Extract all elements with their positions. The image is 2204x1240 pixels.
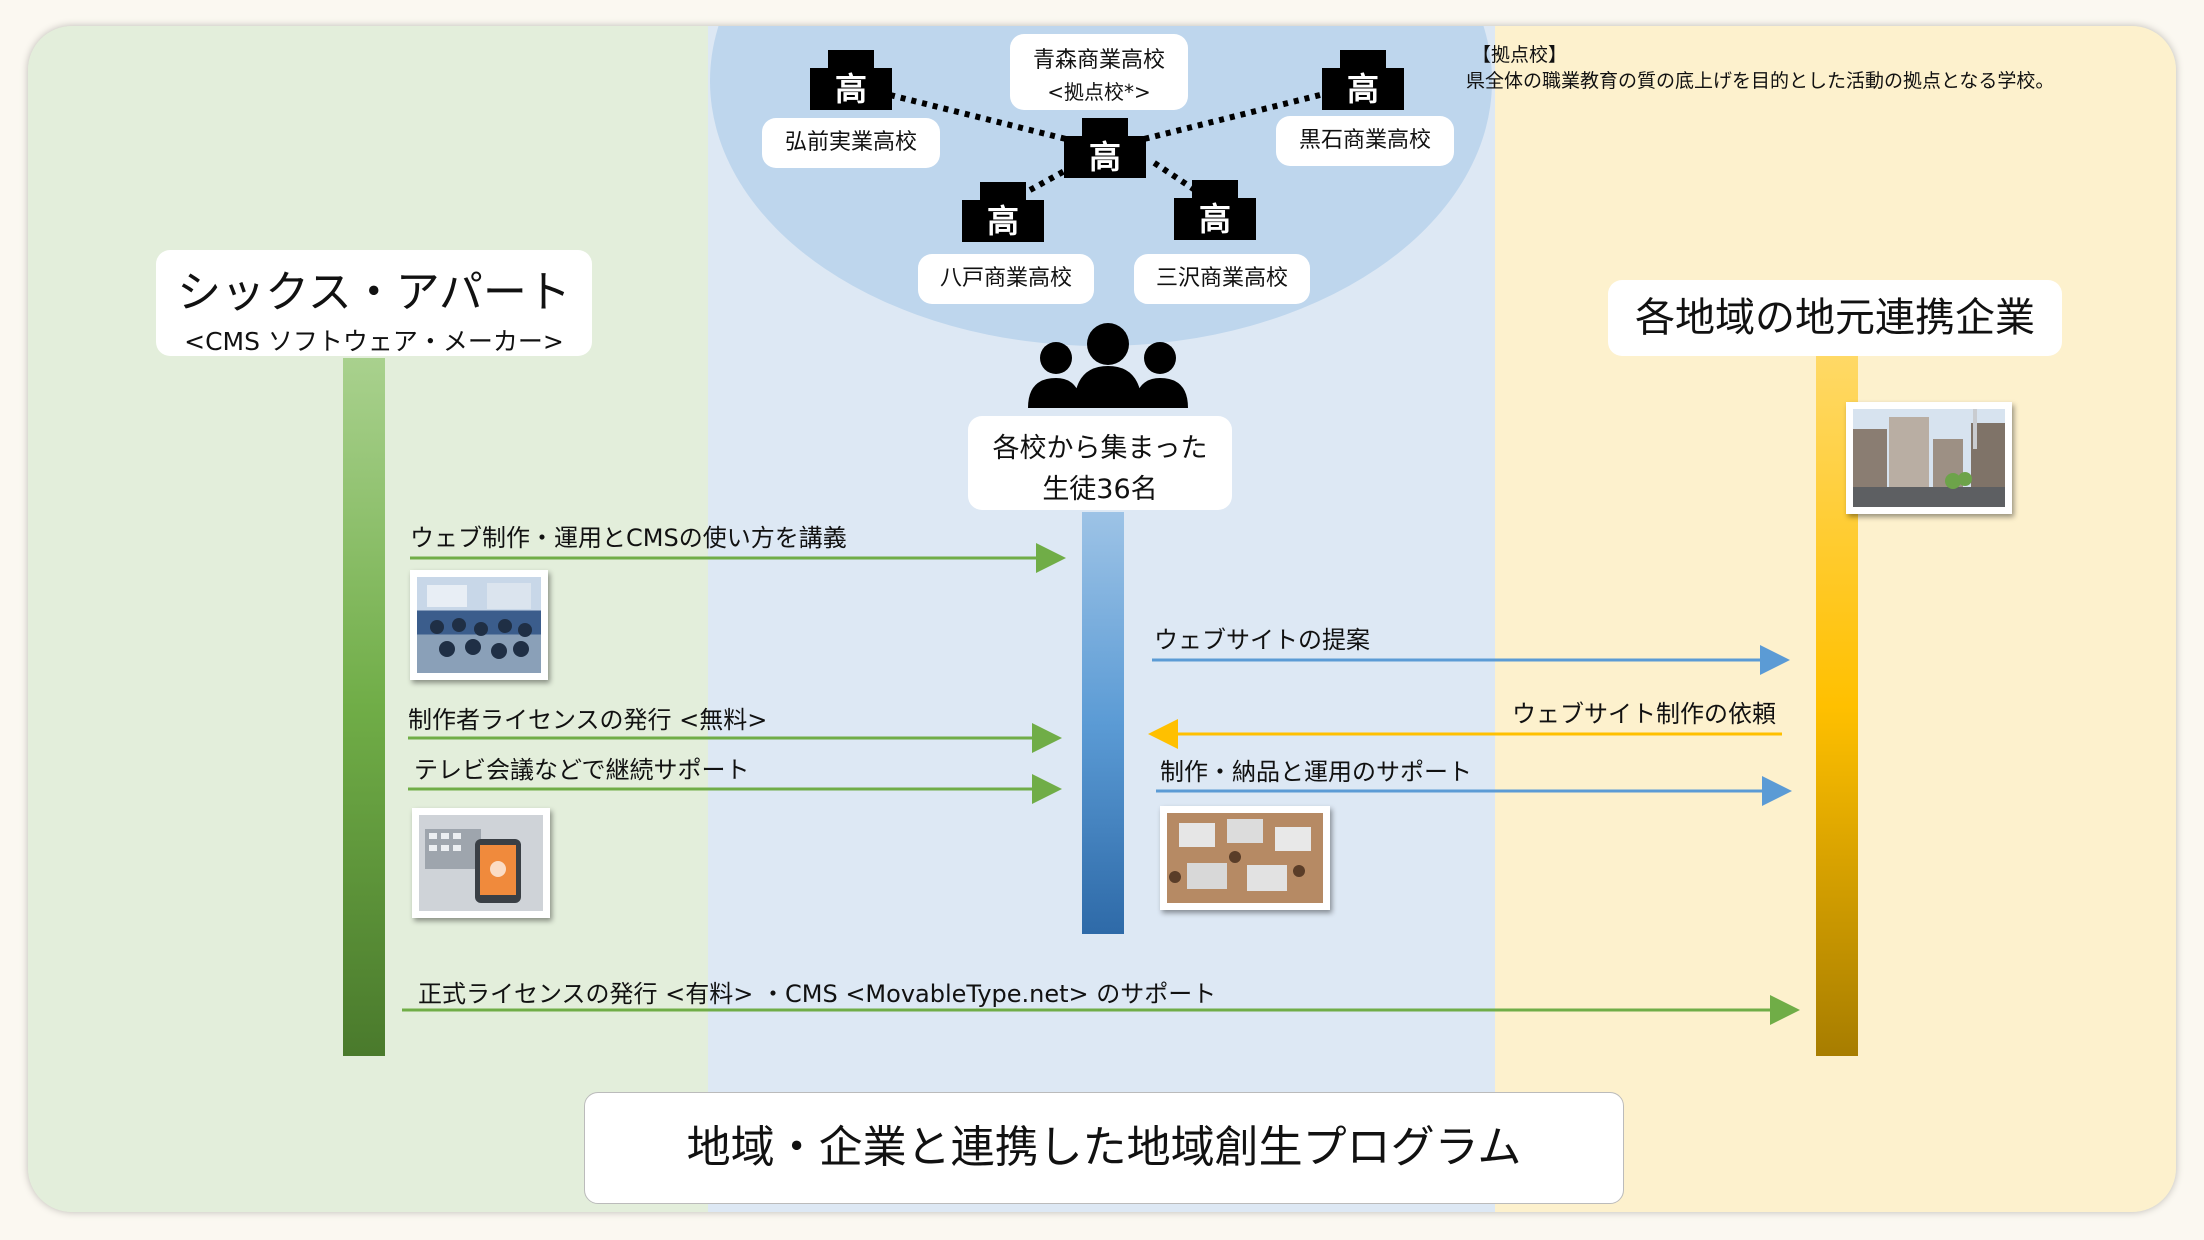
school-icon-kuroishi: 高: [1322, 50, 1404, 110]
left-org-box: シックス・アパート <CMS ソフトウェア・メーカー>: [156, 250, 592, 356]
school-icon-hirosaki: 高: [810, 50, 892, 110]
right-org-box: 各地域の地元連携企業: [1608, 280, 2062, 356]
arrow-label-free-license: 制作者ライセンスの発行 <無料>: [408, 706, 768, 734]
note-title: 【拠点校】: [1472, 44, 1568, 66]
note-text: 県全体の職業教育の質の底上げを目的とした活動の拠点となる学校。: [1466, 70, 2055, 92]
hub-school-name: 青森商業高校: [1032, 48, 1165, 73]
arrow-label-lecture: ウェブ制作・運用とCMSの使い方を講義: [410, 524, 847, 552]
delivery-photo: [1160, 806, 1330, 910]
local-town-photo: [1846, 402, 2012, 514]
video-meeting-photo-art: [425, 829, 521, 903]
students-line2: 生徒36名: [1042, 474, 1158, 505]
students-box: 各校から集まった 生徒36名: [968, 416, 1232, 510]
school-label-hachinohe: 八戸商業高校: [918, 254, 1094, 304]
arrow-label-delivery-support: 制作・納品と運用のサポート: [1160, 758, 1472, 786]
school-label-hirosaki: 弘前実業高校: [762, 118, 940, 168]
program-title: 地域・企業と連携した地域創生プログラム: [584, 1092, 1624, 1204]
arrow-label-site-request: ウェブサイト制作の依頼: [1512, 700, 1776, 728]
left-org-name: シックス・アパート: [177, 267, 571, 318]
lecture-photo-art: [427, 583, 532, 659]
students-line1: 各校から集まった: [992, 433, 1208, 464]
people-icon: [1028, 323, 1188, 408]
left-org-subtitle: <CMS ソフトウェア・メーカー>: [184, 327, 564, 356]
diagram-frame: [28, 26, 2176, 1212]
school-icon-misawa: 高: [1174, 180, 1256, 240]
video-meeting-photo: [412, 808, 550, 918]
arrow-label-continued-support: テレビ会議などで継続サポート: [414, 756, 750, 784]
school-icon-hachinohe: 高: [962, 182, 1044, 242]
local-town-photo-art: [1853, 409, 2005, 507]
hub-school-tag: <拠点校*>: [1047, 80, 1151, 104]
company-timeline-bar: [343, 358, 385, 1056]
arrow-label-paid-license: 正式ライセンスの発行 <有料> ・CMS <MovableType.net> の…: [418, 980, 1217, 1008]
school-label-kuroishi: 黒石商業高校: [1276, 116, 1454, 166]
school-label-misawa: 三沢商業高校: [1134, 254, 1310, 304]
students-timeline-bar: [1082, 512, 1124, 934]
lecture-photo: [410, 570, 548, 680]
arrow-label-site-proposal: ウェブサイトの提案: [1154, 626, 1370, 654]
school-icon-hub: 高: [1064, 118, 1146, 178]
hub-school-label: 青森商業高校 <拠点校*>: [1010, 34, 1188, 110]
delivery-photo-art: [1169, 819, 1311, 891]
